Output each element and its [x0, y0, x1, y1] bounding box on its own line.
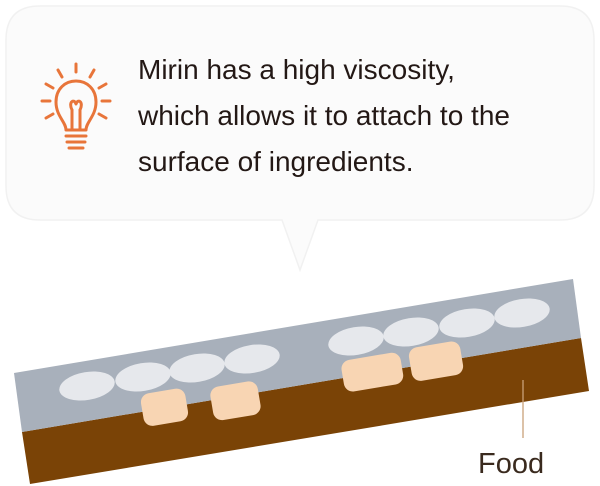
- droplet: [439, 308, 495, 338]
- droplet: [328, 326, 384, 356]
- droplet: [494, 298, 550, 328]
- food-label: Food: [478, 448, 545, 480]
- droplet: [383, 317, 439, 347]
- absorbed-portion: [210, 381, 261, 421]
- callout-line-3: surface of ingredients.: [138, 146, 414, 177]
- droplet: [169, 353, 225, 383]
- lightbulb-icon: [40, 62, 112, 150]
- droplet: [115, 362, 171, 392]
- speech-bubble: [5, 5, 595, 273]
- callout-line-2: which allows it to attach to the: [138, 100, 510, 131]
- droplet: [224, 344, 280, 374]
- absorbed-portion: [341, 352, 404, 392]
- callout-text: Mirin has a high viscosity, which allows…: [138, 47, 588, 185]
- absorbed-portion: [140, 388, 189, 426]
- mirin-droplets: [59, 298, 550, 401]
- absorbed-portion: [408, 341, 464, 381]
- absorbed-regions: [140, 341, 464, 426]
- speech-bubble-body: [5, 5, 595, 273]
- droplet: [59, 371, 115, 401]
- callout-line-1: Mirin has a high viscosity,: [138, 54, 455, 85]
